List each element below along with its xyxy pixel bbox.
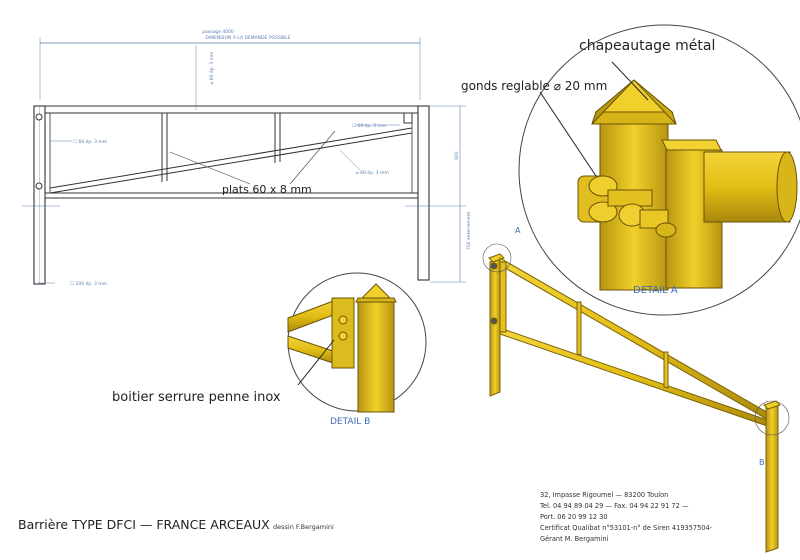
drawing-author: dessin F.Bergamini (273, 523, 334, 531)
dim-square-post: ☐ 100 ép. 3 mm (70, 280, 107, 287)
dim-passage-note: DIMENSION A LA DEMANDE POSSIBLE (205, 35, 290, 41)
address-line-4: Certificat Qualibat n°53101-n° de Siren … (540, 524, 713, 532)
address-line-1: 32, Impasse Rigoumel — 83200 Toulon (540, 491, 668, 499)
elevation-view (22, 37, 466, 285)
detail-a-label: DETAIL A (633, 285, 678, 296)
dim-tube-right: ⌀ 60 ép. 3 mm (356, 169, 389, 176)
marker-a: A (515, 226, 521, 235)
callout-boitier: boitier serrure penne inox (112, 390, 281, 405)
dim-square-right: ☐ 60 ép. 3 mm (352, 122, 386, 129)
dim-ground: 700 enterrement (466, 212, 472, 250)
dim-square-left: ☐ 60 ép. 3 mm (73, 138, 107, 145)
marker-b: B (759, 458, 765, 467)
detail-a-view (518, 24, 800, 316)
dim-height: 900 (454, 151, 460, 160)
detail-b-label: DETAIL B (330, 417, 370, 427)
callout-chapeautage: chapeautage métal (579, 38, 715, 54)
callout-plats: plats 60 x 8 mm (222, 183, 312, 196)
dim-tube-top: ⌀ 60 ép. 3 mm (208, 52, 215, 85)
callout-gonds: gonds reglable ⌀ 20 mm (461, 79, 607, 93)
detail-b-view (287, 272, 427, 413)
perspective-view (482, 243, 790, 553)
address-line-3: Port. 06 20 99 12 30 (540, 513, 608, 521)
drawing-title: Barrière TYPE DFCI — FRANCE ARCEAUX (18, 517, 270, 532)
address-line-2: Tel. 04 94 89 04 29 — Fax. 04 94 22 91 7… (539, 502, 689, 510)
address-line-5: Gérant M. Bergamini (540, 535, 608, 543)
dim-passage: passage 4000 (202, 29, 234, 35)
